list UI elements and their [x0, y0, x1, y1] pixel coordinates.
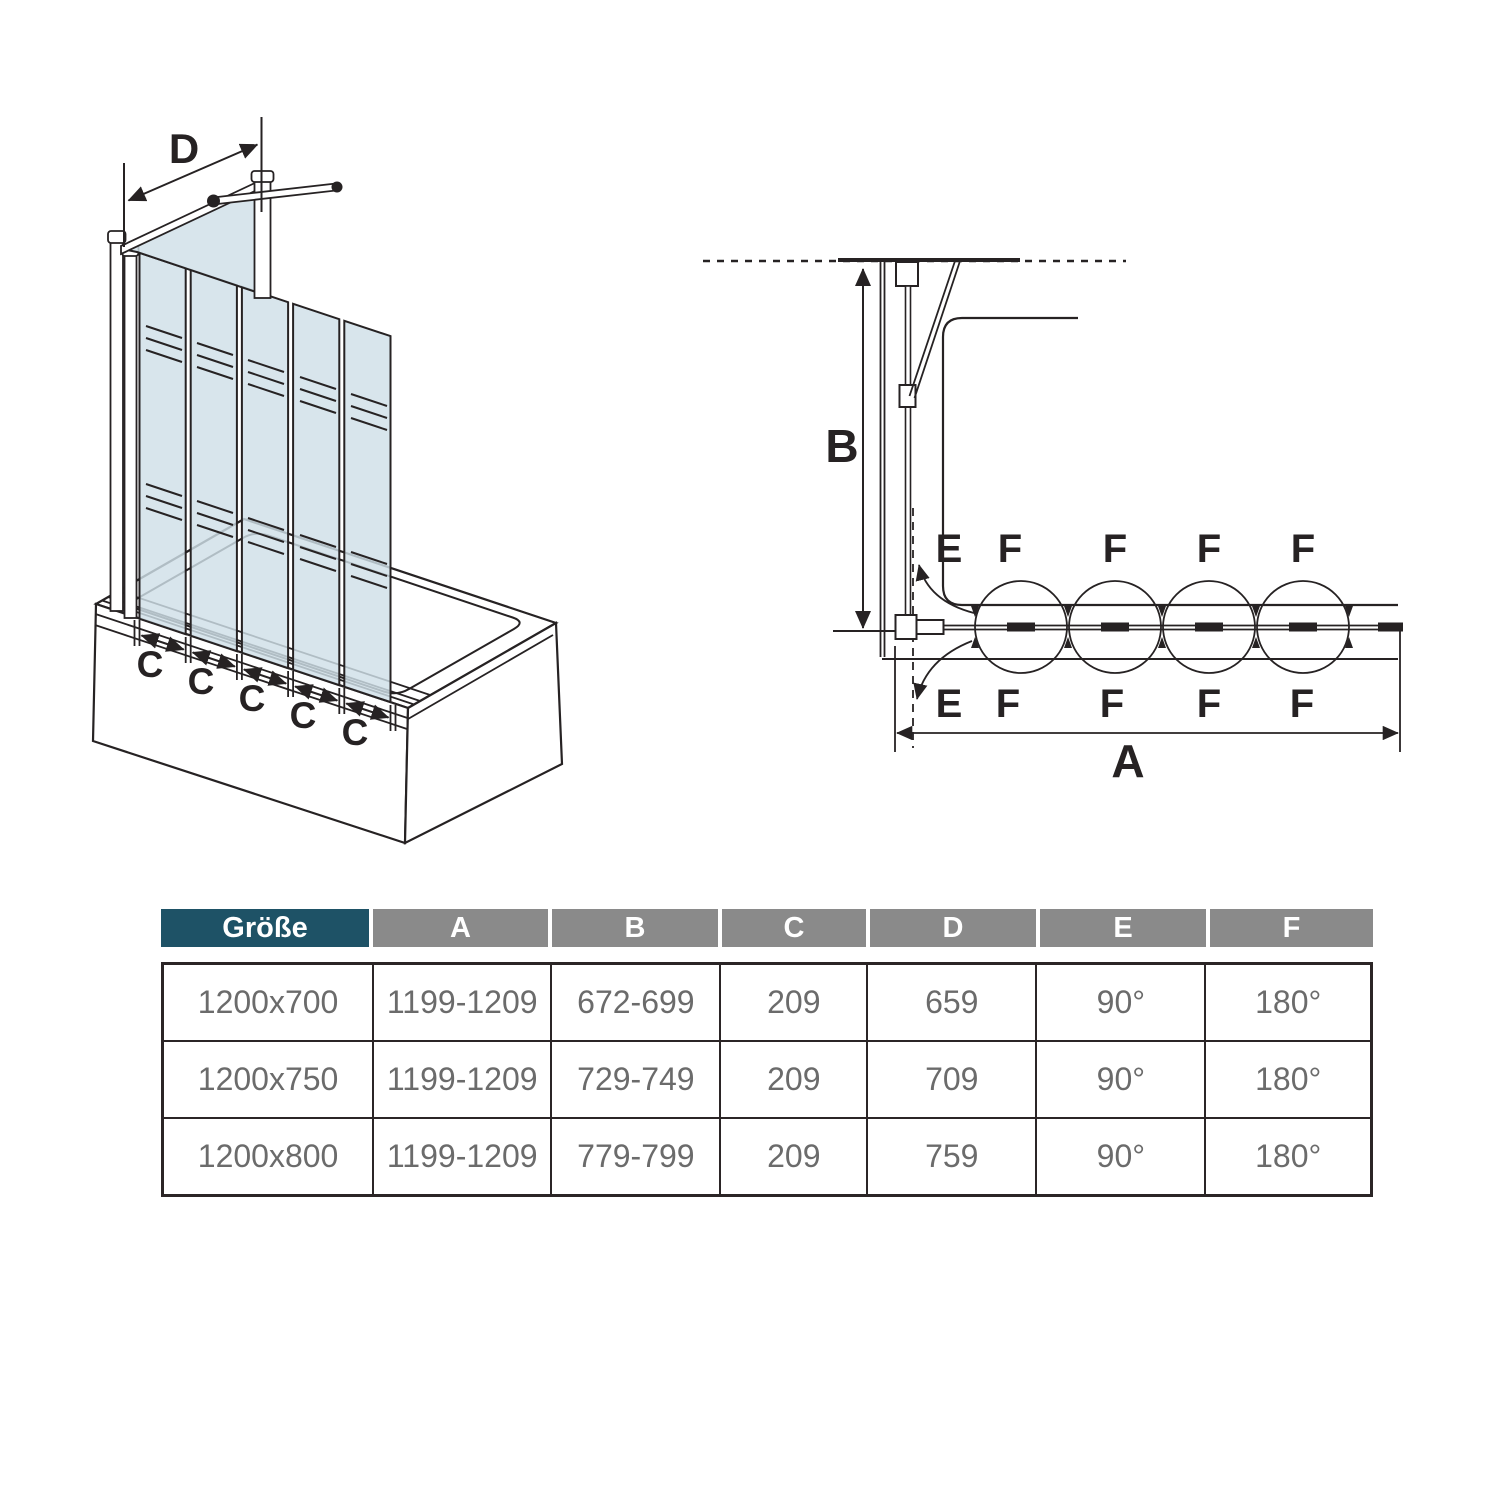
dim-label-d: D	[169, 125, 199, 172]
dimension-c-arrows	[140, 633, 390, 720]
label-e-bottom: E	[936, 682, 963, 726]
rod-knob	[207, 194, 220, 208]
label-f2-bottom: F	[1100, 682, 1124, 726]
dim-label-c4: C	[290, 695, 317, 736]
cell-size: 1200x750	[161, 1040, 375, 1119]
bath-screen-isometric-diagram: C C C C C	[91, 117, 564, 845]
cell-a: 1199-1209	[372, 1040, 553, 1119]
table-row: 1200x800 1199-1209 779-799 209 759 90° 1…	[161, 1117, 1373, 1197]
tub-edge-top-view	[941, 316, 1398, 607]
dim-label-c1: C	[137, 644, 164, 685]
cell-size: 1200x700	[161, 962, 375, 1042]
cell-e: 90°	[1035, 1040, 1207, 1119]
size-table-body: 1200x700 1199-1209 672-699 209 659 90° 1…	[161, 962, 1373, 1197]
label-f1-top: F	[998, 527, 1022, 571]
cell-b: 779-799	[550, 1117, 722, 1197]
table-row: 1200x700 1199-1209 672-699 209 659 90° 1…	[161, 962, 1373, 1042]
size-table-header: Größe A B C D E F	[161, 909, 1373, 947]
wall-profile	[107, 230, 140, 619]
col-header-a: A	[373, 909, 548, 947]
fold-schematic-diagram: B	[703, 258, 1403, 787]
size-table: Größe A B C D E F 1200x700 1199-1209 672…	[161, 909, 1373, 1197]
col-header-b: B	[552, 909, 718, 947]
col-header-d: D	[870, 909, 1036, 947]
cell-d: 709	[866, 1040, 1038, 1119]
cell-a: 1199-1209	[372, 1117, 553, 1197]
cell-a: 1199-1209	[372, 962, 553, 1042]
swing-arc-top	[915, 564, 975, 614]
wall-post-and-rod	[879, 260, 961, 657]
cell-f: 180°	[1204, 962, 1373, 1042]
label-f1-bottom: F	[996, 682, 1020, 726]
col-header-c: C	[722, 909, 866, 947]
swing-arc-bottom	[913, 640, 973, 700]
cell-e: 90°	[1035, 962, 1207, 1042]
dim-label-c2: C	[188, 661, 215, 702]
dim-label-a: A	[1111, 735, 1144, 787]
cell-size: 1200x800	[161, 1117, 375, 1197]
cell-b: 672-699	[550, 962, 722, 1042]
cell-e: 90°	[1035, 1117, 1207, 1197]
cell-b: 729-749	[550, 1040, 722, 1119]
dimension-d	[123, 117, 263, 247]
cell-c: 209	[719, 1040, 869, 1119]
cell-c: 209	[719, 1117, 869, 1197]
dimension-a	[894, 626, 1401, 752]
label-f3-bottom: F	[1197, 682, 1221, 726]
cell-d: 759	[866, 1117, 1038, 1197]
label-f3-top: F	[1197, 527, 1221, 571]
label-e-top: E	[936, 527, 963, 571]
col-header-f: F	[1210, 909, 1373, 947]
cell-f: 180°	[1204, 1117, 1373, 1197]
cell-f: 180°	[1204, 1040, 1373, 1119]
cell-d: 659	[866, 962, 1038, 1042]
dim-label-b: B	[825, 420, 858, 472]
label-f4-top: F	[1291, 527, 1315, 571]
fold-circle-arrowheads	[971, 606, 1353, 648]
label-f2-top: F	[1103, 527, 1127, 571]
folded-track	[894, 614, 1403, 640]
divider-extension-lines	[133, 620, 397, 731]
diagonal-brace	[908, 260, 956, 397]
fold-circles	[974, 580, 1350, 674]
label-f4-bottom: F	[1290, 682, 1314, 726]
col-header-groesse: Größe	[161, 909, 369, 947]
glass-reflections	[145, 325, 388, 589]
table-row: 1200x750 1199-1209 729-749 209 709 90° 1…	[161, 1040, 1373, 1119]
col-header-e: E	[1040, 909, 1206, 947]
dim-label-c5: C	[342, 712, 369, 753]
folding-glass-panels	[138, 251, 392, 704]
dim-label-c3: C	[239, 678, 266, 719]
cell-c: 209	[719, 962, 869, 1042]
